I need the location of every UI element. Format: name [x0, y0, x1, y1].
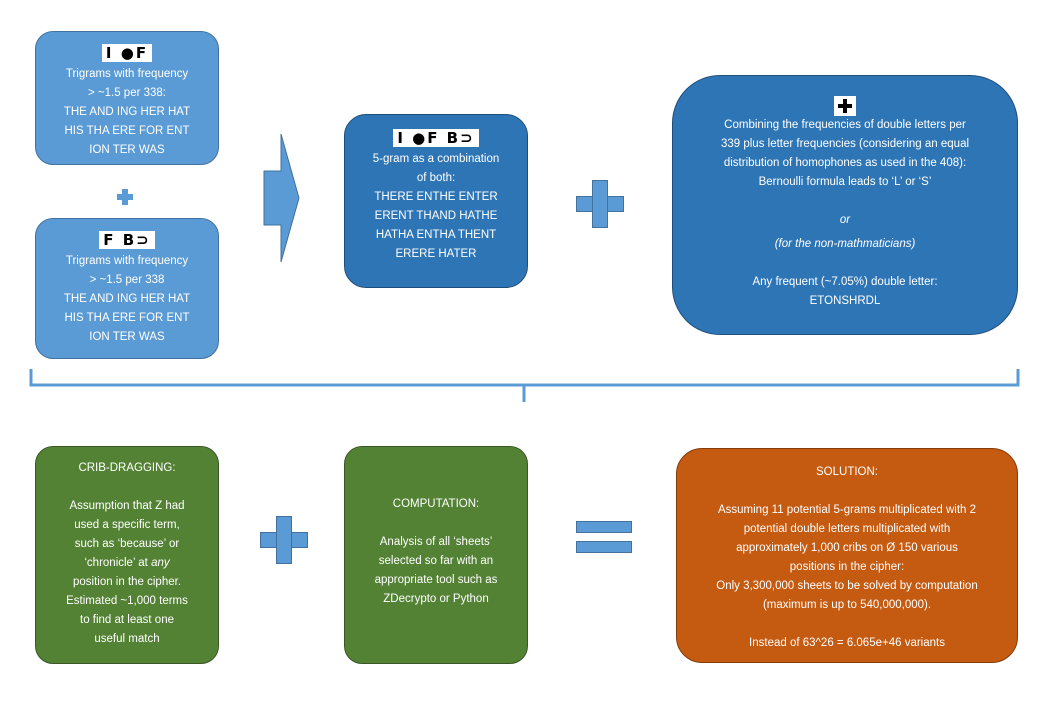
text-line: (maximum is up to 540,000,000). [762, 599, 932, 611]
text-line: Bernoulli formula leads to ‘L’ or ‘S’ [758, 176, 932, 189]
text-line: ‘chronicle’ at any [84, 557, 170, 569]
text-line: > ~1.5 per 338: [87, 87, 166, 99]
text-line: Instead of 63^26 = 6.065e+46 variants [749, 637, 945, 649]
text-line: to find at least one [80, 614, 174, 626]
text-line: approximately 1,000 cribs on Ø 150 vario… [736, 542, 958, 554]
text-line: HIS THA ERE FOR ENT [64, 312, 190, 324]
crib-dragging-box: CRIB-DRAGGING: Assumption that Z had use… [35, 446, 219, 664]
text-line: THE AND ING HER HAT [63, 106, 191, 118]
plus-icon [260, 516, 308, 564]
five-gram-box: I ●F B⊃ 5-gram as a combination of both:… [344, 114, 528, 288]
cipher-symbols-3: I ●F B⊃ [393, 129, 479, 147]
text-line: Analysis of all ‘sheets’ [379, 536, 493, 548]
text-line: Assuming 11 potential 5-grams multiplica… [717, 504, 977, 516]
brace-connector [29, 369, 1020, 402]
text-line: Trigrams with frequency [65, 68, 189, 80]
alt-text: (for the non-mathmaticians) [774, 238, 916, 251]
text-line: THERE ENTHE ENTER [374, 191, 498, 203]
text-line: Trigrams with frequency [65, 255, 189, 267]
trigram-box-2: F B⊃ Trigrams with frequency > ~1.5 per … [35, 218, 219, 359]
text-line: ERERE HATER [395, 248, 477, 260]
trigram-box-1: I ●F Trigrams with frequency > ~1.5 per … [35, 31, 219, 165]
text-line: ZDecrypto or Python [383, 593, 489, 605]
text-line: Combining the frequencies of double lett… [724, 119, 966, 132]
text-line: THE AND ING HER HAT [63, 293, 191, 305]
text-line: Any frequent (~7.05%) double letter: [752, 276, 938, 289]
text-line: ION TER WAS [89, 144, 165, 156]
small-plus-icon [117, 189, 133, 205]
text-line: HATHA ENTHA THENT [375, 229, 497, 241]
equals-icon [576, 521, 632, 553]
text-line: Estimated ~1,000 terms [66, 595, 188, 607]
plus-icon [576, 180, 624, 228]
text-line: useful match [94, 633, 160, 645]
box-title: CRIB-DRAGGING: [78, 462, 176, 474]
cipher-symbols-2: F B⊃ [99, 231, 155, 249]
text-line: of both: [416, 172, 456, 184]
text-line: such as ‘because’ or [74, 538, 180, 550]
text-line: position in the cipher. [72, 576, 182, 588]
double-letter-box: Combining the frequencies of double lett… [672, 75, 1018, 335]
computation-box: COMPUTATION: Analysis of all ‘sheets’ se… [344, 446, 528, 664]
text-line: ERENT THAND HATHE [374, 210, 498, 222]
text-line: potential double letters multiplicated w… [743, 523, 951, 535]
text-line: selected so far with an [378, 555, 494, 567]
text-line: HIS THA ERE FOR ENT [64, 125, 190, 137]
text-line: ETONSHRDL [809, 295, 881, 308]
text-line: distribution of homophones as used in th… [723, 157, 967, 170]
text-line: 5-gram as a combination [372, 153, 500, 165]
right-arrow-icon [263, 133, 300, 263]
text-line: 339 plus letter frequencies (considering… [720, 138, 970, 151]
box-title: SOLUTION: [816, 466, 878, 478]
text-line: positions in the cipher: [789, 561, 905, 573]
text-line: Only 3,300,000 sheets to be solved by co… [716, 580, 978, 592]
cipher-symbols-1: I ●F [101, 44, 153, 62]
text-line: ION TER WAS [89, 331, 165, 343]
text-line: appropriate tool such as [374, 574, 498, 586]
text-line: > ~1.5 per 338 [89, 274, 165, 286]
or-text: or [839, 214, 851, 227]
cipher-plus-icon [834, 96, 856, 116]
text-line: Assumption that Z had [69, 500, 185, 512]
box-title: COMPUTATION: [392, 498, 480, 510]
text-line: used a specific term, [74, 519, 180, 531]
solution-box: SOLUTION: Assuming 11 potential 5-grams … [676, 448, 1018, 663]
